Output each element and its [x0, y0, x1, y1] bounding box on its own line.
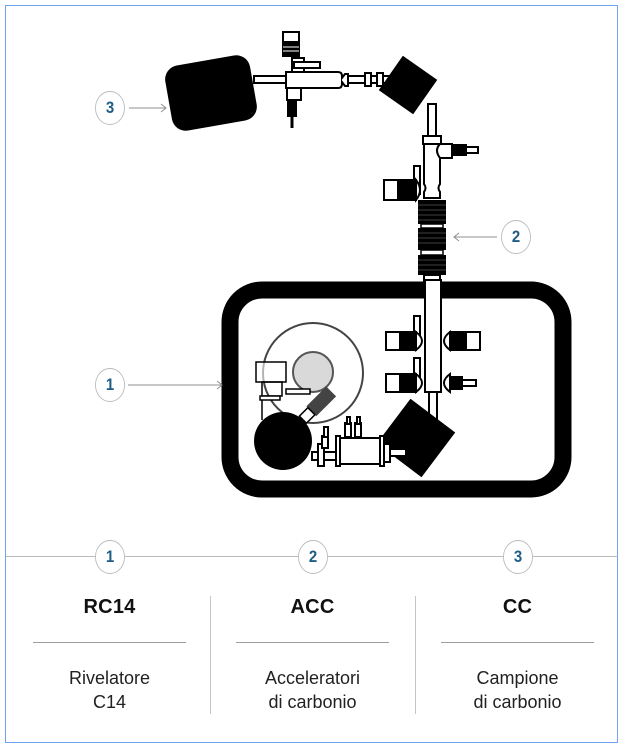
- callout-2: 2: [501, 220, 531, 254]
- callout-1: 1: [95, 368, 125, 402]
- legend-separator: [210, 596, 211, 714]
- legend-code: ACC: [290, 596, 335, 618]
- rc14-chamber: [221, 281, 572, 498]
- legend-number: 3: [503, 540, 533, 574]
- legend-description: Campione di carbonio: [415, 666, 620, 714]
- legend-separator: [415, 596, 416, 714]
- legend-rule: [236, 642, 389, 643]
- legend-desc-line2: di carbonio: [268, 692, 357, 712]
- legend-code: CC: [502, 596, 533, 618]
- flow-cell: [311, 416, 407, 467]
- detector-assembly: [254, 322, 364, 470]
- legend-description: Rivelatore C14: [7, 666, 212, 714]
- legend-rule: [33, 642, 186, 643]
- acc-couplers: [418, 200, 446, 290]
- inner-column: [385, 279, 481, 423]
- legend-desc-line2: di carbonio: [473, 692, 562, 712]
- legend-desc-line2: C14: [92, 692, 127, 712]
- cc-sample-block: [165, 55, 257, 131]
- top-diamond-valve: [378, 55, 438, 115]
- legend-desc-line1: Acceleratori: [264, 668, 361, 688]
- legend-code: RC14: [83, 596, 136, 618]
- legend-desc-line1: Rivelatore: [68, 668, 151, 688]
- legend-description: Acceleratori di carbonio: [210, 666, 415, 714]
- outer-frame: [5, 5, 618, 743]
- legend-number: 1: [95, 540, 125, 574]
- vertical-column: [383, 103, 479, 203]
- top-t-junction: [282, 31, 349, 128]
- legend-desc-line1: Campione: [476, 668, 559, 688]
- callout-leaders: [128, 103, 497, 390]
- inner-diamond-valve: [376, 398, 456, 478]
- callout-3: 3: [95, 91, 125, 125]
- legend-rule: [441, 642, 594, 643]
- legend-number: 2: [298, 540, 328, 574]
